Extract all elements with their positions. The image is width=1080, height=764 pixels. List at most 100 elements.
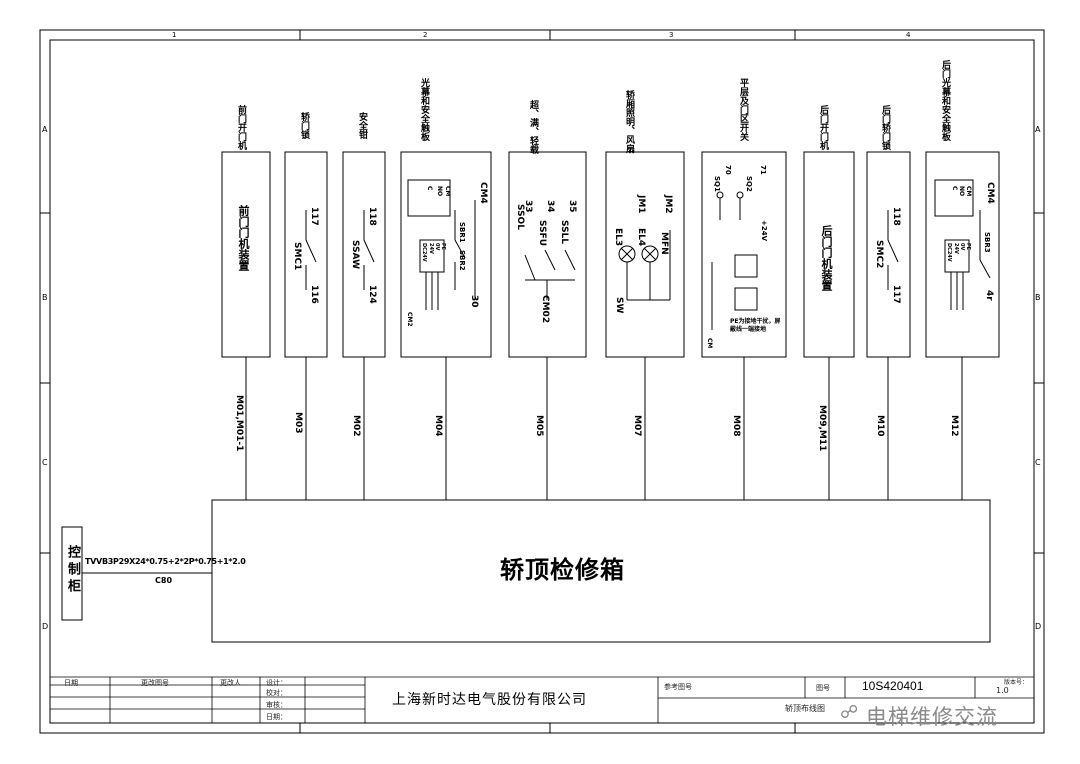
terminal-ssfu: SSFU (537, 220, 547, 247)
tb-changed-by-header: 更改人 (220, 679, 241, 687)
terminal-sbr1: SBR1 (458, 222, 466, 243)
module-header-car-door-lock: 轿门锁 (299, 112, 309, 139)
terminal-m04-no: NO (436, 186, 443, 197)
terminal-m12-pe: PE (965, 243, 971, 251)
terminal-117: 117 (309, 207, 319, 226)
column-label-4: 4 (906, 31, 911, 39)
cable-code-m04: M04 (433, 415, 443, 437)
row-label-c-right: C (1035, 458, 1041, 467)
terminal-24v: 24V (428, 243, 434, 254)
terminal-ssaw: SSAW (350, 240, 360, 270)
tb-version-label: 版本号： (1004, 679, 1029, 686)
company-name: 上海新时达电气股份有限公司 (392, 692, 587, 708)
cable-code-m03: M03 (293, 412, 303, 434)
terminal-m08-cm: CM (706, 338, 713, 349)
tb-ref-drawing: 参考图号 (664, 683, 692, 691)
row-label-b-right: B (1035, 293, 1041, 302)
terminal-cm4: CM4 (478, 182, 488, 204)
terminal-sbr2: SBR2 (458, 250, 466, 271)
car-top-inspection-box-label: 轿顶检修箱 (500, 556, 625, 584)
tb-date-header: 日期 (64, 679, 78, 687)
terminal-0v: 0V (434, 243, 440, 251)
cable-code-m09-m11: M09,M11 (817, 405, 827, 452)
terminal-cm02: CM02 (540, 295, 550, 324)
terminal-m12-cm: CM (965, 186, 972, 197)
tb-design: 设计： (266, 679, 287, 687)
column-label-2: 2 (423, 31, 428, 39)
tb-review: 审核： (266, 701, 287, 709)
terminal-rear-118: 118 (891, 207, 901, 226)
terminal-dc24v: DC24V (421, 243, 427, 262)
terminal-sq2: SQ2 (745, 176, 753, 192)
terminal-sbr3: SBR3 (983, 232, 991, 253)
module-header-light-curtain: 光幕和安全触板 (419, 78, 429, 141)
module-header-rear-light-curtain: 后门光幕和安全触板 (940, 60, 950, 141)
module-header-rear-door-operator: 后门开门机 (818, 105, 828, 150)
terminal-4r: 4r (984, 290, 994, 301)
terminal-118: 118 (367, 207, 377, 226)
terminal-33: 33 (523, 200, 533, 213)
terminal-m12-c: C (951, 186, 958, 191)
terminal-ssll: SSLL (559, 220, 569, 245)
row-label-a: A (42, 125, 48, 134)
module-header-level-door-zone: 平层及门区开关 (738, 78, 748, 141)
front-door-operator-label: 前门门机装置 (237, 205, 250, 271)
terminal-pe: PE (440, 243, 446, 251)
m08-grounding-note: PE为接地干扰，屏蔽线一端接地 (730, 318, 781, 333)
terminal-cm2: CM2 (406, 312, 413, 327)
module-header-car-lighting-fan: 轿厢照明、风扇 (624, 90, 634, 153)
terminal-smc1: SMC1 (292, 242, 302, 271)
terminal-70: 70 (724, 165, 732, 175)
row-label-d: D (42, 622, 49, 631)
watermark: ☍ 电梯维修交流 (840, 700, 1040, 729)
cable-code-m05: M05 (534, 415, 544, 437)
control-cabinet-label: 控制柜 (65, 545, 80, 596)
tb-change-no-header: 更改图号 (141, 679, 169, 687)
trunk-cable-spec: TVVB3P29X24*0.75+2*2P*0.75+1*2.0 (85, 557, 246, 566)
terminal-el3: EL3 (613, 228, 623, 247)
column-label-3: 3 (669, 31, 674, 39)
terminal-sq1: SQ1 (713, 176, 721, 192)
row-label-a-right: A (1035, 125, 1041, 134)
module-header-safety-gear: 安全钳 (357, 112, 367, 139)
terminal-mfn: MFN (659, 232, 669, 255)
cable-code-m02: M02 (351, 415, 361, 437)
terminal-rear-117: 117 (891, 285, 901, 304)
terminal-jm1: JM1 (636, 195, 646, 214)
rear-door-operator-label: 后门门机装置 (820, 225, 833, 291)
terminal-m04-c: C (426, 186, 433, 191)
terminal-el4: EL4 (636, 228, 646, 247)
terminal-m12-no: NO (958, 186, 965, 197)
terminal-jm2: JM2 (663, 195, 673, 214)
drawing-number: 10S420401 (862, 679, 924, 693)
tb-drawing-no-label: 图号 (816, 684, 830, 692)
cable-code-m10: M10 (875, 415, 885, 437)
row-label-d-right: D (1035, 622, 1042, 631)
terminal-m12-0v: 0V (959, 243, 965, 251)
row-label-b: B (42, 293, 48, 302)
terminal-71: 71 (759, 165, 767, 175)
terminal-m12-cm4: CM4 (985, 182, 995, 204)
module-header-load-switches: 超、满、轻载 (528, 100, 538, 154)
terminal-m12-24v: 24V (953, 243, 959, 254)
terminal-m12-dc24v: DC24V (946, 243, 952, 262)
drawing-title: 轿顶布线图 (785, 704, 825, 713)
terminal-plus24v: +24V (760, 220, 768, 242)
column-label-1: 1 (172, 31, 177, 39)
tb-check: 校对： (266, 689, 287, 697)
wechat-icon: ☍ (840, 702, 859, 723)
trunk-cable-code: C80 (155, 576, 173, 585)
terminal-m04-cm: CM (444, 186, 451, 197)
terminal-sw: SW (614, 297, 624, 314)
cable-code-m07: M07 (632, 415, 642, 437)
watermark-text: 电梯维修交流 (866, 705, 998, 729)
row-label-c: C (42, 458, 48, 467)
cable-code-m08: M08 (731, 415, 741, 437)
cable-code-m01: M01,M01-1 (234, 395, 244, 452)
terminal-smc2: SMC2 (874, 240, 884, 269)
terminal-ssol: SSOL (515, 204, 525, 230)
tb-sign-date: 日期： (266, 713, 287, 721)
terminal-34: 34 (545, 200, 555, 213)
